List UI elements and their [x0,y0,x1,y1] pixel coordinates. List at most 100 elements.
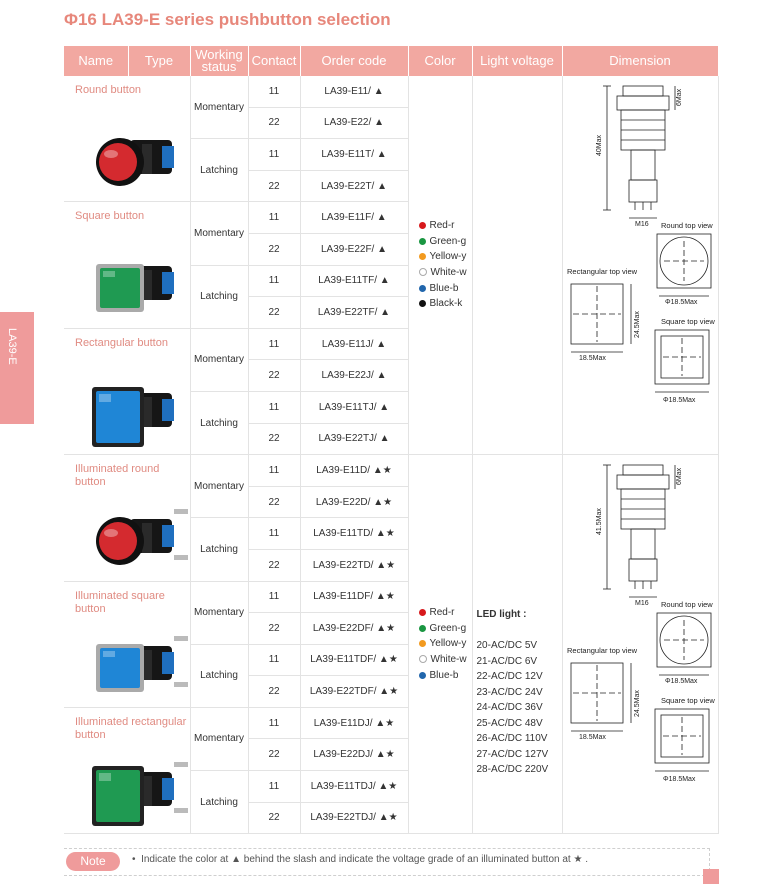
voltage-symbol: ★ [386,559,396,571]
dim-rect-label: Rectangular top view [567,646,638,655]
dim-rect-w: 18.5Max [579,355,606,362]
color-dot [418,654,427,663]
color-option: White-w [418,265,472,281]
header-dimension: Dimension [562,46,719,76]
working-status: Momentary [190,581,249,645]
contact: 11 [248,138,301,171]
color-symbol: ▲ [373,496,384,508]
color-symbol: ▲ [372,464,383,476]
color-label: Yellow-y [429,638,467,650]
type-cell: Rectangular button [64,328,191,456]
led-option: 22-AC/DC 12V [476,671,543,683]
note-box: Note • Indicate the color at ▲ behind th… [64,848,719,884]
order-code-cell: LA39-E22/ ▲ [300,107,409,140]
dim-round-d: Φ18.5Max [665,299,698,306]
header-name: Name [64,46,129,76]
header-contact: Contact [248,46,301,76]
contact: 11 [248,265,301,298]
order-code-cell: LA39-E11TJ/ ▲ [300,391,409,424]
voltage-symbol: ★ [383,496,393,508]
type-name: Illuminated square button [75,589,165,615]
order-code: LA39-E22DF/ [312,622,374,634]
button-image [86,495,192,588]
button-image [86,748,192,841]
note-text: • Indicate the color at ▲ behind the sla… [132,854,588,865]
type-cell: Illuminated rectangular button [64,707,191,835]
order-code-cell: LA39-E22TD/ ▲★ [300,549,409,582]
color-label: Blue-b [429,669,459,681]
button-image [86,242,192,335]
color-label: Red-r [429,220,455,232]
color-option: Blue-b [418,668,472,684]
order-code-cell: LA39-E11F/ ▲ [300,201,409,234]
color-symbol: ▲ [377,180,388,192]
dim-round-d: Φ18.5Max [665,678,698,685]
dim-top: 6Max [676,88,683,106]
order-code-cell: LA39-E22TDJ/ ▲★ [300,802,409,835]
color-option: Green-g [418,234,472,250]
dim-square-d: Φ18.5Max [663,397,696,404]
contact: 11 [248,581,301,614]
header-light-voltage: Light voltage [472,46,563,76]
order-code: LA39-E11TF/ [318,275,378,287]
contact: 22 [248,233,301,266]
color-option: Red-r [418,218,472,234]
color-dot [418,237,426,245]
color-symbol: ▲ [375,528,386,540]
order-code-cell: LA39-E22TF/ ▲ [300,296,409,329]
color-option: Yellow-y [418,249,472,265]
color-dot [418,624,426,632]
contact: 22 [248,296,301,329]
color-symbol: ▲ [376,622,387,634]
dim-thread: M16 [635,600,649,607]
contact: 11 [248,328,301,361]
color-dot [418,253,426,261]
order-code-cell: LA39-E22T/ ▲ [300,170,409,203]
order-code: LA39-E22J/ [321,370,374,382]
order-code-cell: LA39-E22TDF/ ▲★ [300,675,409,708]
header-working-status: Working status [190,46,249,76]
contact: 22 [248,738,301,772]
contact: 22 [248,549,301,582]
led-option: 20-AC/DC 5V [476,640,538,652]
order-code: LA39-E22D/ [315,496,371,508]
order-code: LA39-E11TD/ [313,528,374,540]
color-symbol: ▲ [375,717,386,729]
color-symbol: ▲ [375,591,386,603]
contact: 22 [248,423,301,456]
type-cell: Square button [64,201,191,329]
order-code: LA39-E11F/ [321,212,374,224]
color-symbol: ▲ [375,749,386,761]
working-status: Momentary [190,328,249,392]
led-heading: LED light : [476,608,527,620]
contact: 22 [248,802,301,835]
working-status: Momentary [190,454,249,519]
contact: 11 [248,707,301,740]
order-code: LA39-E11J/ [321,338,374,350]
contact: 11 [248,454,301,487]
color-label: Red-r [429,607,455,619]
contact: 11 [248,201,301,234]
type-name: Illuminated round button [75,463,160,489]
order-code-cell: LA39-E22J/ ▲ [300,359,409,392]
contact: 22 [248,359,301,392]
order-code: LA39-E11DF/ [313,591,374,603]
dim-height: 41.5Max [596,508,603,535]
dim-height: 40Max [596,134,603,156]
note-text-content: Indicate the color at ▲ behind the slash… [141,854,588,865]
order-code: LA39-E22TJ/ [318,433,377,445]
page-title: Φ16 LA39-E series pushbutton selection [64,10,391,29]
color-label: Green-g [429,235,467,247]
contact: 22 [248,107,301,140]
voltage-symbol: ★ [385,591,395,603]
contact: 11 [248,644,301,677]
order-code-cell: LA39-E11D/ ▲★ [300,454,409,487]
working-status: Latching [190,644,249,708]
button-image [86,116,192,209]
